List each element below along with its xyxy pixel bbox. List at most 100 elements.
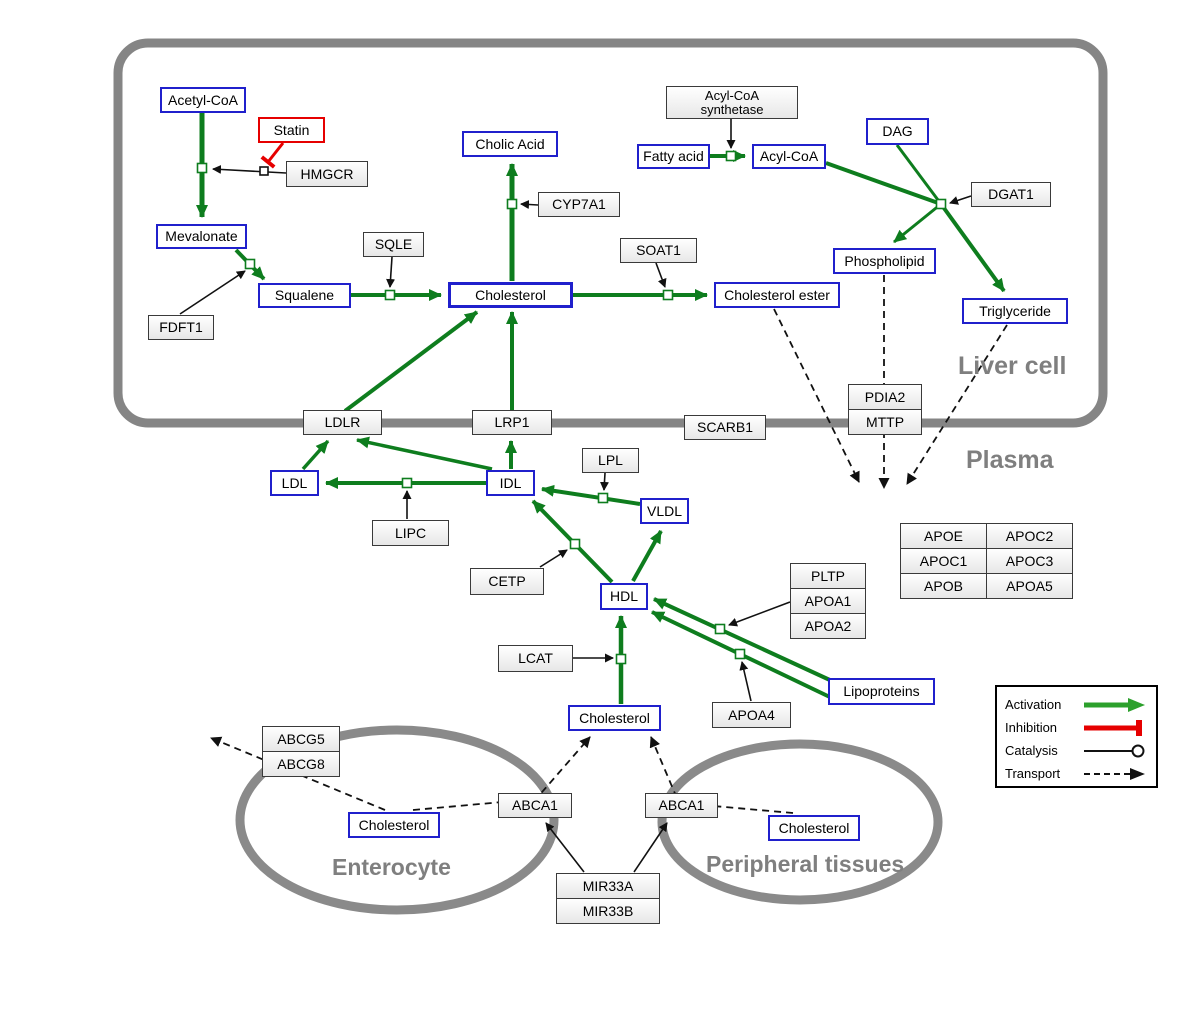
node-abcg8[interactable]: ABCG8 [262,751,340,777]
node-fdft1[interactable]: FDFT1 [148,315,214,340]
catalysis-circle-icon [1084,744,1145,757]
liver-cell-label: Liver cell [958,352,1067,380]
node-apoa2[interactable]: APOA2 [790,613,866,639]
node-hmgcr[interactable]: HMGCR [286,161,368,187]
node-cholesterol-peripheral[interactable]: Cholesterol [768,815,860,841]
node-pltp[interactable]: PLTP [790,563,866,589]
node-scarb1[interactable]: SCARB1 [684,415,766,440]
node-lipc[interactable]: LIPC [372,520,449,546]
statin-inhibition-tbar [260,155,276,169]
legend: Activation Inhibition Catalysis Transpor… [995,685,1158,788]
node-pdia2[interactable]: PDIA2 [848,384,922,410]
node-cholic-acid[interactable]: Cholic Acid [462,131,558,157]
node-squalene[interactable]: Squalene [258,283,351,308]
legend-row-transport: Transport [1005,762,1148,785]
node-lipoproteins[interactable]: Lipoproteins [828,678,935,705]
node-lcat[interactable]: LCAT [498,645,573,672]
edge-ldlr-cholesterol [343,310,479,413]
node-triglyceride[interactable]: Triglyceride [962,298,1068,324]
legend-row-activation: Activation [1005,693,1148,716]
node-phospholipid[interactable]: Phospholipid [833,248,936,274]
edge-dag-junction [895,144,943,205]
node-apoe[interactable]: APOE [900,523,987,549]
edge-dgat1-catalysis [949,195,972,205]
node-apoc1[interactable]: APOC1 [900,548,987,574]
node-dag[interactable]: DAG [866,118,929,145]
edge-junction-phospholipid [893,202,942,244]
anchor-lcat [615,653,627,665]
node-idl[interactable]: IDL [486,470,535,496]
anchor-cyp7a1 [506,198,518,210]
node-apoc2[interactable]: APOC2 [986,523,1073,549]
node-mir33a[interactable]: MIR33A [556,873,660,899]
catalysis-edges [179,119,972,873]
apolipoproteins-table: APOE APOC2 APOC1 APOC3 APOB APOA5 [900,523,1073,600]
node-fatty-acid[interactable]: Fatty acid [637,144,710,169]
node-acyl-coa[interactable]: Acyl-CoA [752,144,826,169]
node-cholesterol-plasma[interactable]: Cholesterol [568,705,661,731]
anchor-lpl [597,492,609,504]
node-hdl[interactable]: HDL [600,583,648,610]
activation-edges [196,113,1006,704]
mir33-complex: MIR33A MIR33B [556,873,660,924]
liver-cell-membrane [113,38,1108,428]
node-apoa1[interactable]: APOA1 [790,588,866,614]
node-cetp[interactable]: CETP [470,568,544,595]
edge-apoa4-catalysis [739,661,752,702]
acyl-coa-synthetase-line1: Acyl-CoA [704,87,760,103]
node-mir33b[interactable]: MIR33B [556,898,660,924]
anchor-cetp [569,538,581,550]
node-ldl[interactable]: LDL [270,470,319,496]
node-abca1-right[interactable]: ABCA1 [645,793,718,818]
anchor-dgat1 [935,198,947,210]
edge-hdl-vldl [631,530,663,582]
anchor-sqle [384,289,396,301]
node-ldlr[interactable]: LDLR [303,410,382,435]
node-acetyl-coa[interactable]: Acetyl-CoA [160,87,246,113]
inhibition-tbar-icon [1084,719,1142,736]
peripheral-tissues-membrane [657,739,943,905]
node-lpl[interactable]: LPL [582,448,639,473]
edge-mir33-abca1-left [545,822,585,873]
peripheral-tissues-label: Peripheral tissues [706,851,905,877]
legend-row-inhibition: Inhibition [1005,716,1148,739]
anchor-statin-on-hmgcr [259,166,269,176]
legend-transport-label: Transport [1005,766,1061,781]
anchor-soat1 [662,289,674,301]
node-soat1[interactable]: SOAT1 [620,238,697,263]
node-sqle[interactable]: SQLE [363,232,424,257]
node-cyp7a1[interactable]: CYP7A1 [538,192,620,217]
edge-statin-inhibition [266,142,285,163]
node-abcg5[interactable]: ABCG5 [262,726,340,752]
edge-cyp7a1-catalysis [520,199,539,209]
node-apoa5[interactable]: APOA5 [986,573,1073,599]
edge-cetp-catalysis [539,549,568,568]
node-acyl-coa-synthetase[interactable]: Acyl-CoA synthetase [666,86,798,119]
enterocyte-label: Enterocyte [332,854,451,880]
compartment-membranes [113,38,1108,915]
legend-catalysis-label: Catalysis [1005,743,1058,758]
node-lrp1[interactable]: LRP1 [472,410,552,435]
node-apoa4[interactable]: APOA4 [712,702,791,728]
enterocyte-membrane [235,725,559,915]
node-abca1-left[interactable]: ABCA1 [498,793,572,818]
edge-idl-ldlr [356,436,493,471]
node-dgat1[interactable]: DGAT1 [971,182,1051,207]
node-statin[interactable]: Statin [258,117,325,143]
node-apob[interactable]: APOB [900,573,987,599]
edge-soat1-catalysis [655,262,667,288]
node-mttp[interactable]: MTTP [848,409,922,435]
edge-pltp-apoa-catalysis [728,601,791,627]
node-mevalonate[interactable]: Mevalonate [156,224,247,249]
node-vldl[interactable]: VLDL [640,498,689,524]
anchor-pltp-apoa [714,623,726,635]
node-cholesterol-liver[interactable]: Cholesterol [448,282,573,308]
edge-junction-triglyceride [939,202,1006,293]
node-cholesterol-enterocyte[interactable]: Cholesterol [348,812,440,838]
anchor-lipc [401,477,413,489]
edge-ldl-ldlr [301,439,330,471]
node-cholesterol-ester[interactable]: Cholesterol ester [714,282,840,308]
node-apoc3[interactable]: APOC3 [986,548,1073,574]
